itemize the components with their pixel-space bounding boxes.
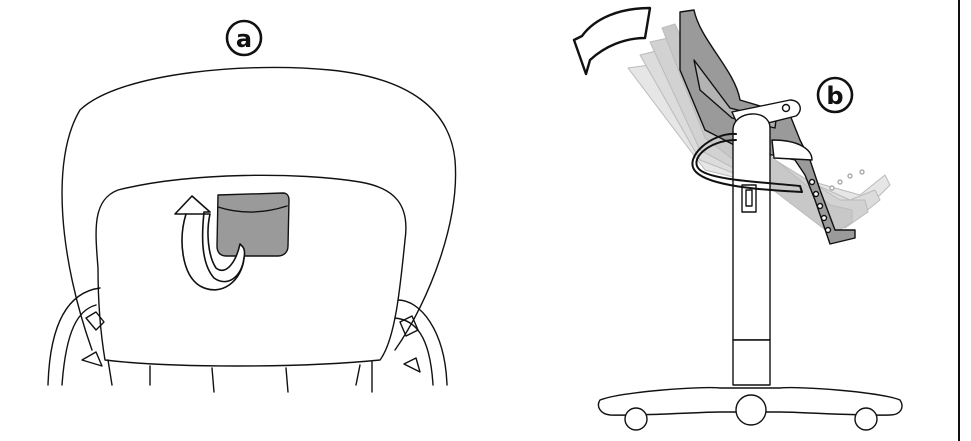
label-a-text: a (236, 25, 252, 53)
seat-frame-left (48, 288, 100, 385)
wheel-center (736, 395, 766, 425)
wheel-left (625, 408, 647, 430)
label-a-badge: a (227, 21, 261, 55)
recline-handle[interactable] (217, 193, 289, 256)
chair-column (733, 114, 770, 340)
tilt-arrow-icon (574, 8, 650, 74)
label-b-text: b (826, 82, 843, 110)
column-lower (733, 340, 770, 385)
seat-footrest (772, 140, 812, 160)
panel-b: b (574, 8, 902, 430)
wheel-right (855, 408, 877, 430)
page-edge-line (958, 0, 960, 441)
right-clip (400, 316, 420, 372)
label-b-badge: b (818, 78, 852, 112)
panel-a: a (48, 21, 456, 392)
seat-legs (108, 360, 372, 392)
pivot-bolt (783, 105, 790, 112)
seat-frame-right (395, 300, 447, 385)
